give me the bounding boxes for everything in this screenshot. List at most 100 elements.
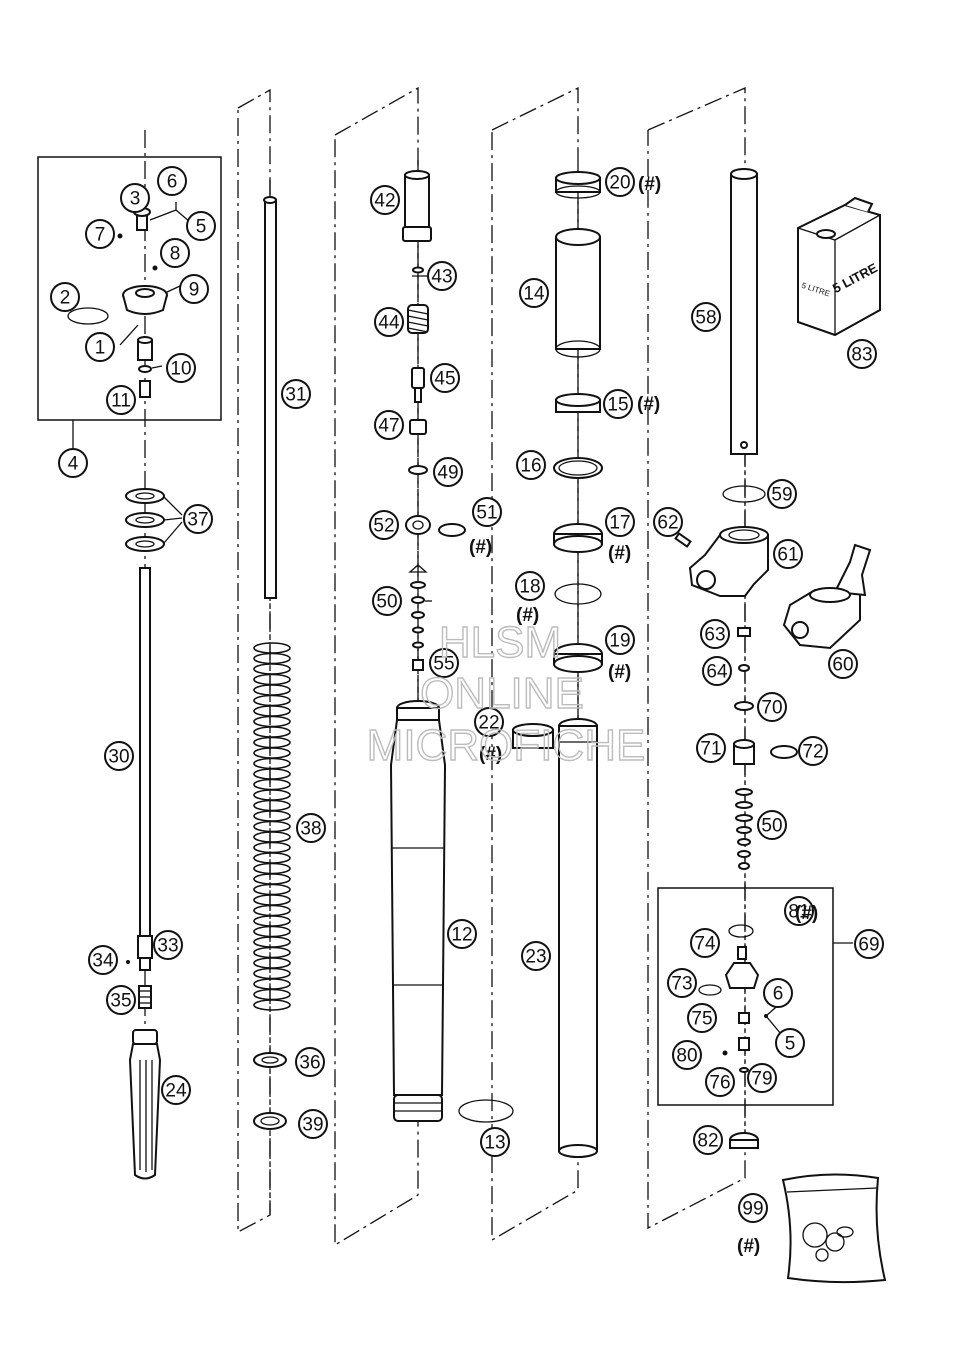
callout-51: 51 <box>472 497 502 527</box>
cartridge-tube-24 <box>128 1029 162 1180</box>
spring-coil <box>253 967 291 980</box>
callout-number: 83 <box>851 345 872 366</box>
callout-62: 62 <box>653 507 683 537</box>
cap-assembly-parts <box>67 207 168 398</box>
watermark-line-1: HLSM <box>439 618 561 667</box>
callout-4: 4 <box>58 448 88 478</box>
callout-number: 13 <box>484 1133 505 1154</box>
callout-circle <box>653 507 683 537</box>
callout-number: 49 <box>437 463 458 484</box>
callout-83: 83 <box>847 339 877 369</box>
callout-circle <box>798 736 828 766</box>
callout-number: 79 <box>751 1069 772 1090</box>
callout-circle <box>519 278 549 308</box>
callout-number: 75 <box>691 1009 712 1030</box>
callout-number: 74 <box>694 934 716 955</box>
callout-number: 5 <box>196 217 207 238</box>
callout-circle <box>603 389 633 419</box>
callout-number: 62 <box>657 513 678 534</box>
spring-coil <box>253 862 291 875</box>
callout-circle <box>370 185 400 215</box>
spring-coil <box>253 894 291 906</box>
spring-38 <box>253 642 291 1011</box>
callout-number: 24 <box>165 1081 187 1102</box>
callout-circle <box>186 211 216 241</box>
base-nut-82 <box>729 1132 759 1149</box>
shim-stack-37 <box>125 488 183 552</box>
callout-number: 47 <box>378 416 399 437</box>
callout-number: 30 <box>108 747 129 768</box>
callout-circle <box>700 619 730 649</box>
callout-circle <box>696 733 726 763</box>
note-mark: (#) <box>608 543 631 564</box>
callout-circle <box>429 648 459 678</box>
callout-19: 19 <box>605 625 635 655</box>
callout-number: 10 <box>170 359 191 380</box>
spring-coil <box>253 936 291 948</box>
callout-3: 3 <box>120 183 150 213</box>
callout-circle <box>161 1075 191 1105</box>
note-mark: (#) <box>516 605 539 626</box>
washers-36-39 <box>253 1052 287 1130</box>
callout-63: 63 <box>700 619 730 649</box>
callout-circle <box>296 813 326 843</box>
spring-coil <box>253 925 291 938</box>
spring-coil <box>253 726 291 738</box>
callout-20: 20 <box>605 167 635 197</box>
callout-number: 51 <box>476 503 497 524</box>
callout-number: 58 <box>695 308 716 329</box>
callout-circle <box>480 1127 510 1157</box>
watermark-line-2: ONLINE <box>420 669 584 718</box>
callout-number: 60 <box>832 655 853 676</box>
callout-70: 70 <box>757 692 787 722</box>
callout-16: 16 <box>516 450 546 480</box>
callout-circle <box>374 410 404 440</box>
callout-number: 55 <box>433 654 454 675</box>
spring-coil <box>253 810 291 822</box>
callout-number: 16 <box>520 456 541 477</box>
callout-number: 6 <box>167 172 178 193</box>
callout-number: 31 <box>285 385 306 406</box>
callout-number: 71 <box>700 739 721 760</box>
callout-52: 52 <box>369 510 399 540</box>
callout-circle <box>427 261 457 291</box>
callout-6: 6 <box>763 978 793 1008</box>
callout-circle <box>472 497 502 527</box>
oil-can-83: 5 LITRE 5 LITRE <box>797 196 881 337</box>
valve-assembly-box <box>657 887 834 1106</box>
callout-10: 10 <box>166 353 196 383</box>
spring-coil <box>253 705 291 717</box>
spring-coil <box>253 915 291 927</box>
callout-circle <box>757 692 787 722</box>
callout-circle <box>691 302 721 332</box>
inner-tube-23 <box>558 718 598 1158</box>
callout-circle <box>738 1193 768 1223</box>
callout-circle <box>667 968 697 998</box>
callouts-layer: 1234567891011373033343524313836394243444… <box>50 166 884 1223</box>
callout-number: 37 <box>187 510 208 531</box>
callout-number: 33 <box>157 936 178 957</box>
callout-82: 82 <box>693 1125 723 1155</box>
callout-79: 79 <box>747 1063 777 1093</box>
callout-number: 2 <box>60 288 71 309</box>
callout-49: 49 <box>433 457 463 487</box>
note-mark: (#) <box>469 537 492 558</box>
callout-circle <box>605 167 635 197</box>
callout-47: 47 <box>374 410 404 440</box>
callout-circle <box>847 339 877 369</box>
callout-number: 6 <box>773 984 784 1005</box>
spring-coil <box>253 799 291 812</box>
callout-number: 70 <box>761 698 782 719</box>
callout-circle <box>775 1028 805 1058</box>
spring-coil <box>253 652 291 665</box>
callout-circle <box>784 896 814 926</box>
callout-13: 13 <box>480 1127 510 1157</box>
callout-number: 52 <box>373 516 394 537</box>
callout-number: 7 <box>95 225 106 246</box>
callout-circle <box>447 919 477 949</box>
callout-number: 61 <box>777 545 798 566</box>
callout-number: 35 <box>110 991 131 1012</box>
callout-number: 64 <box>706 662 728 683</box>
callout-55: 55 <box>429 648 459 678</box>
